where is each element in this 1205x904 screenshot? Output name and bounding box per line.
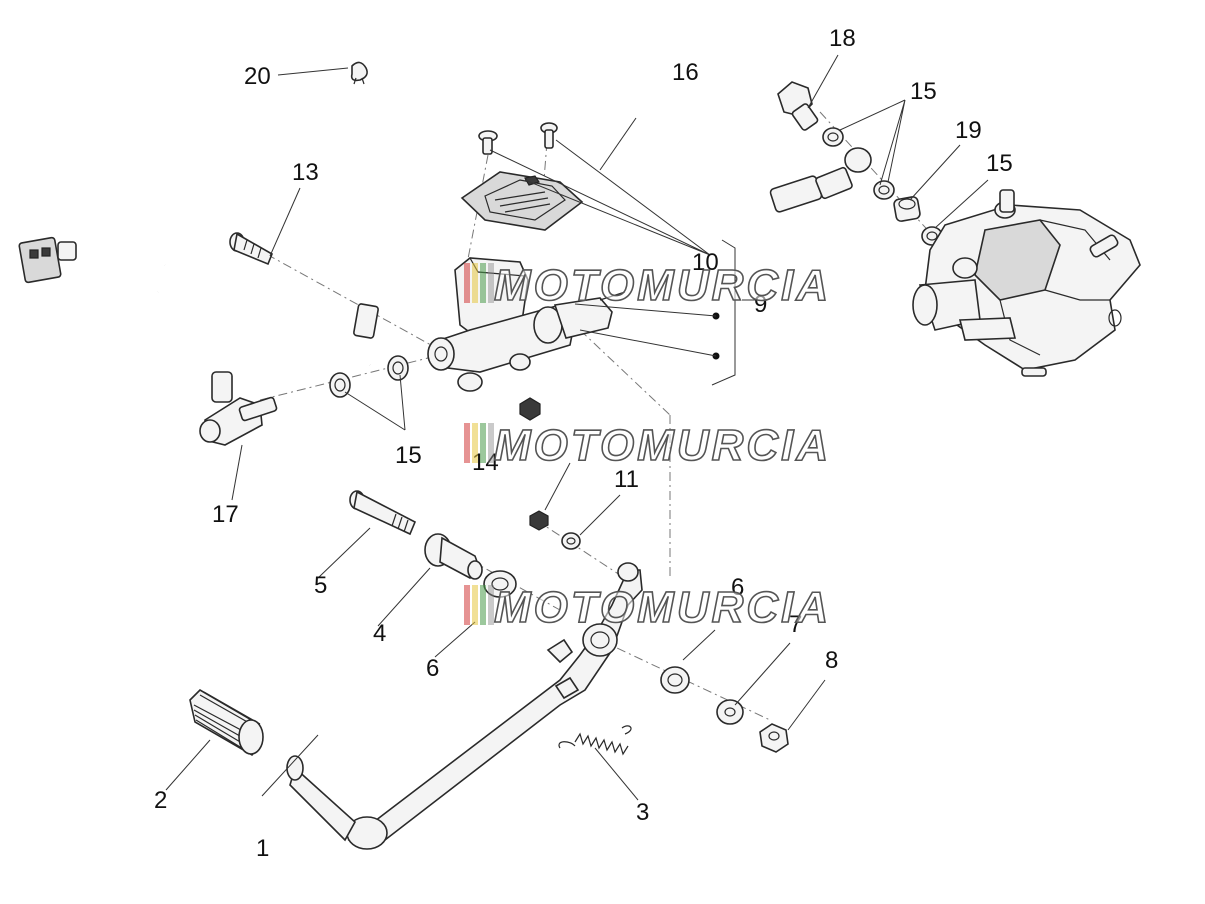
master-cylinder xyxy=(427,257,626,392)
callout-8: 8 xyxy=(825,647,838,674)
callout-19: 19 xyxy=(955,117,982,144)
callout-5: 5 xyxy=(314,572,327,599)
part-19-banjo-fitting xyxy=(844,147,921,222)
callout-10: 10 xyxy=(692,249,719,276)
callout-13: 13 xyxy=(292,159,319,186)
callout-15b: 15 xyxy=(910,78,937,105)
callout-1: 1 xyxy=(256,835,269,862)
callout-15c: 15 xyxy=(986,150,1013,177)
callout-11: 11 xyxy=(614,466,639,493)
part-6-washer xyxy=(483,570,690,694)
part-9-bracket xyxy=(574,239,736,386)
callout-20: 20 xyxy=(244,63,271,90)
watermark-text-1: MOTOMURCIA xyxy=(494,261,831,310)
part-2-pedal-rubber xyxy=(189,688,264,757)
callout-16: 16 xyxy=(672,59,699,86)
callout-15a: 15 xyxy=(395,442,422,469)
callouts: 1 2 3 4 5 6 6 7 8 9 10 11 13 14 15 15 15… xyxy=(154,25,1013,862)
part-8-nut xyxy=(759,723,789,753)
callout-2: 2 xyxy=(154,787,167,814)
watermark-text-2: MOTOMURCIA xyxy=(494,421,831,470)
callout-3: 3 xyxy=(636,799,649,826)
part-3-return-spring xyxy=(558,725,632,756)
watermark-3: MOTOMURCIA xyxy=(464,582,831,633)
part-10-reservoir-cover xyxy=(460,171,584,231)
part-14-nut xyxy=(519,397,549,531)
part-16-brake-hose xyxy=(353,35,873,368)
callout-9: 9 xyxy=(754,291,767,318)
leader-lines xyxy=(165,54,989,801)
part-5-pivot-bolt xyxy=(349,490,417,536)
watermark-1: MOTOMURCIA xyxy=(464,260,831,311)
part-13-bolt xyxy=(229,232,274,266)
part-15-washers xyxy=(329,127,943,398)
callout-6a: 6 xyxy=(426,655,439,682)
part-10-screws xyxy=(478,122,558,155)
part-20-hose-clip xyxy=(350,61,368,85)
part-17-brake-light-switch xyxy=(18,227,278,446)
callout-17: 17 xyxy=(212,501,239,528)
part-4-bushing xyxy=(424,533,483,580)
part-1-brake-pedal xyxy=(286,562,643,850)
callout-4: 4 xyxy=(373,620,386,647)
watermark-text-3: MOTOMURCIA xyxy=(494,583,831,632)
part-7-washer xyxy=(716,699,744,725)
part-18-banjo-bolt xyxy=(777,81,819,131)
callout-18: 18 xyxy=(829,25,856,52)
callout-7: 7 xyxy=(789,611,802,638)
part-11-washer xyxy=(561,532,581,550)
brake-caliper xyxy=(912,189,1141,377)
watermark-2: MOTOMURCIA xyxy=(464,420,831,471)
callout-6b: 6 xyxy=(731,574,744,601)
